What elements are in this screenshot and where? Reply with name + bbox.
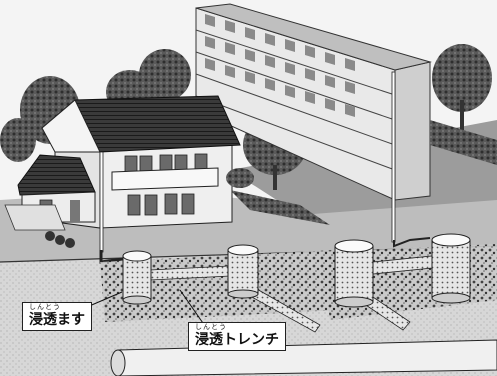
label-infiltration-basin-ruby: しんとう	[29, 303, 61, 311]
label-infiltration-trench: しんとう 浸透トレンチ	[188, 322, 286, 352]
label-infiltration-basin: しんとう 浸透ます	[22, 302, 92, 332]
hedge-right	[430, 120, 497, 165]
infiltration-basin-2	[227, 244, 259, 299]
apartment-building	[195, 3, 432, 243]
hedge	[230, 190, 330, 225]
infiltration-basin-1	[122, 250, 152, 305]
shrubs	[45, 168, 254, 248]
house	[4, 95, 241, 253]
label-infiltration-trench-text: 浸透トレンチ	[195, 331, 279, 348]
trench-leader-line	[179, 289, 206, 327]
infiltration-basin-3	[334, 239, 374, 308]
label-infiltration-basin-text: 浸透ます	[29, 311, 85, 328]
infiltration-basin-4	[431, 233, 471, 304]
label-infiltration-trench-ruby: しんとう	[195, 323, 227, 331]
